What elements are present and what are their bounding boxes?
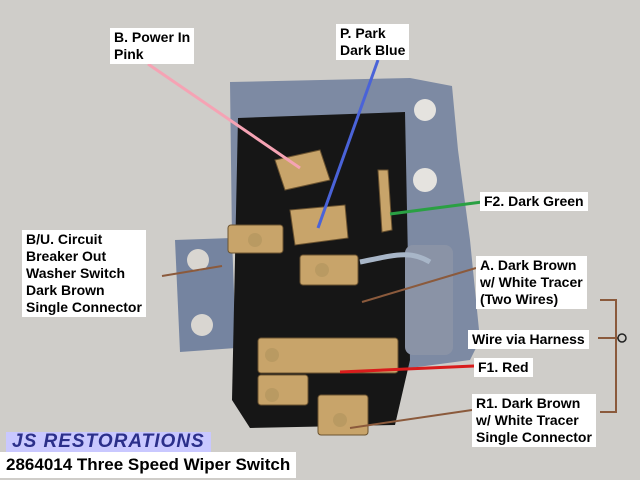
leader-a bbox=[361, 267, 477, 303]
terminal-lower bbox=[257, 374, 309, 406]
label-park: P. Park Dark Blue bbox=[336, 24, 410, 60]
gray-wire bbox=[359, 252, 432, 265]
terminal-f1 bbox=[257, 337, 399, 374]
screw bbox=[248, 233, 262, 247]
leader-power-in bbox=[147, 62, 301, 170]
label-r1: R1. Dark Brown w/ White Tracer Single Co… bbox=[472, 394, 596, 447]
leader-r1 bbox=[349, 409, 473, 429]
label-a: A. Dark Brown w/ White Tracer (Two Wires… bbox=[476, 256, 587, 309]
screw bbox=[315, 263, 329, 277]
side-cylinder bbox=[405, 245, 453, 355]
label-f1: F1. Red bbox=[474, 358, 533, 377]
leader-bu bbox=[161, 265, 223, 277]
bracket-hole bbox=[413, 168, 437, 192]
terminal-f2 bbox=[377, 169, 393, 233]
tab-hole bbox=[191, 314, 213, 336]
leader-park bbox=[316, 59, 380, 229]
screw bbox=[265, 348, 279, 362]
label-power-in: B. Power In Pink bbox=[110, 28, 195, 64]
photo-caption: 2864014 Three Speed Wiper Switch bbox=[0, 452, 297, 478]
bracket-hole bbox=[414, 99, 436, 121]
label-f2: F2. Dark Green bbox=[480, 192, 588, 211]
harness-connector-icon bbox=[617, 333, 627, 343]
harness-bracket bbox=[600, 299, 617, 413]
screw bbox=[265, 388, 279, 402]
label-bu: B/U. Circuit Breaker Out Washer Switch D… bbox=[22, 230, 146, 317]
tab-hole bbox=[187, 249, 209, 271]
js-restorations-logo: JS RESTORATIONS bbox=[6, 432, 211, 452]
screw bbox=[333, 413, 347, 427]
label-harness: Wire via Harness bbox=[468, 330, 589, 349]
leader-f2 bbox=[389, 200, 483, 216]
leader-f1 bbox=[339, 364, 475, 374]
